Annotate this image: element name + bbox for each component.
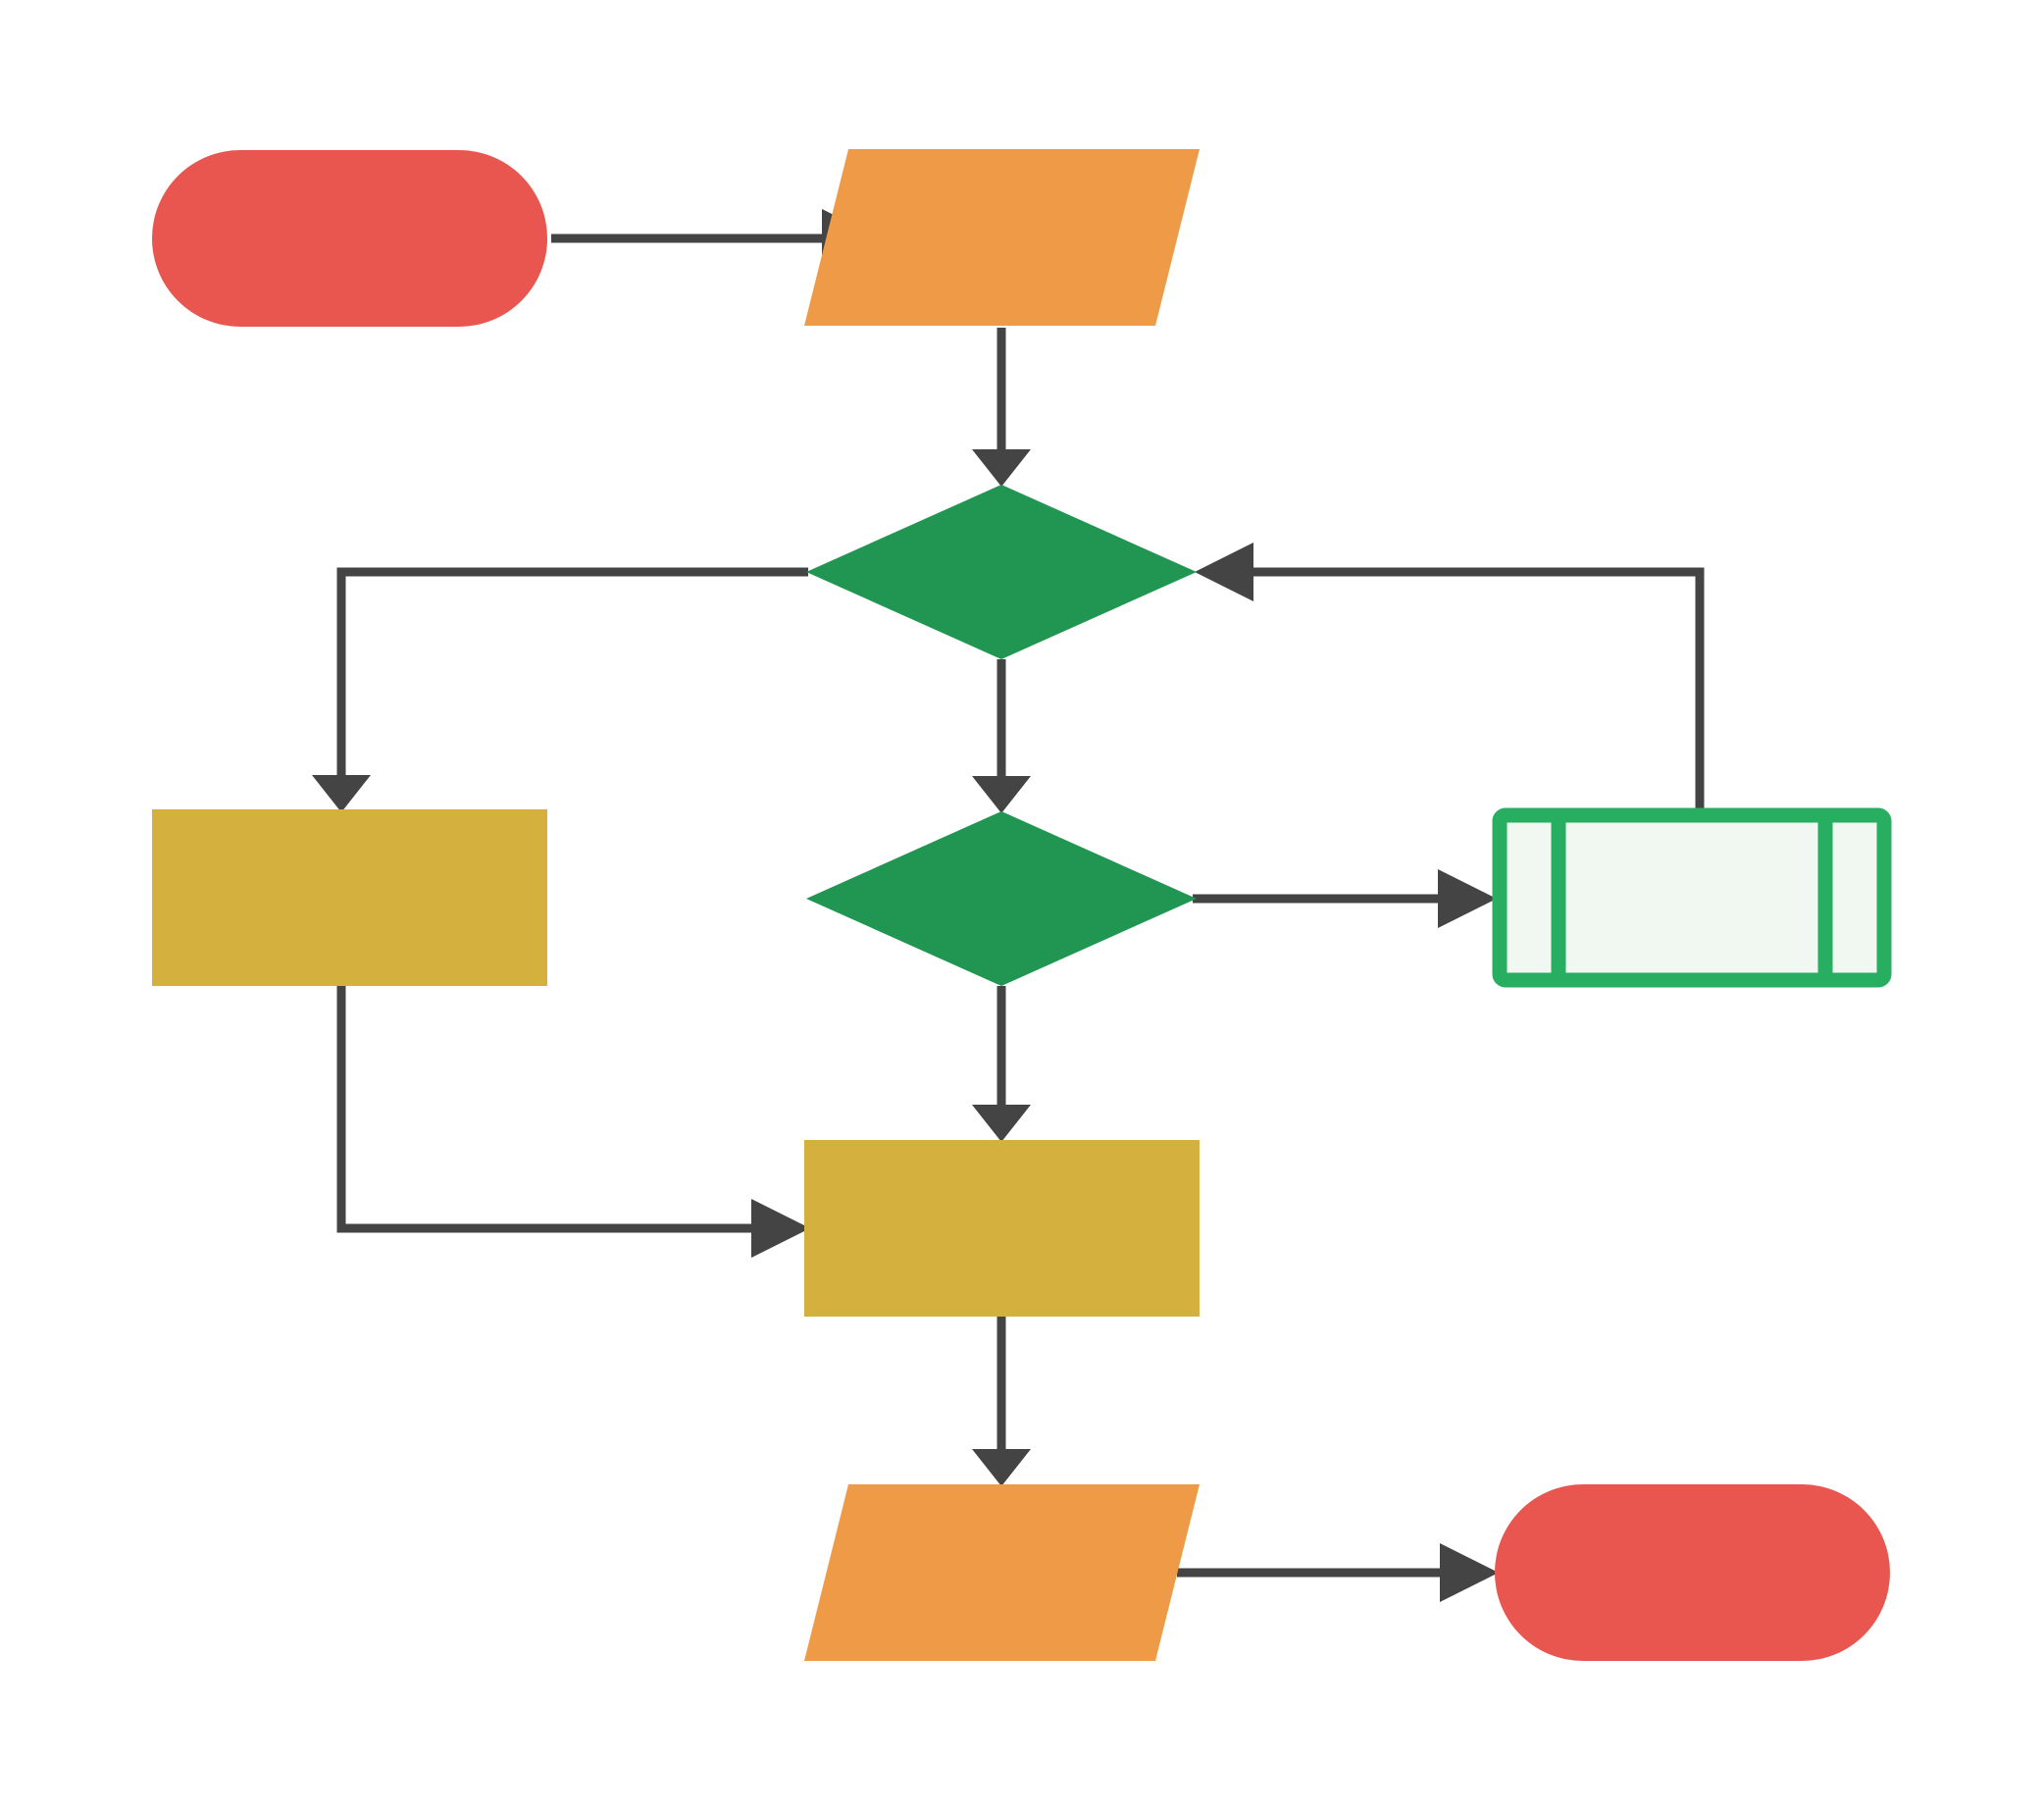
predefined-process-shape[interactable] (1492, 807, 1892, 988)
node-input-io[interactable] (804, 149, 1200, 326)
edge-merge-to-output[interactable] (972, 1315, 1031, 1486)
node-process-left[interactable] (152, 809, 547, 986)
edge-merge-to-output-arrowhead (972, 1449, 1031, 1486)
node-decision-secondary[interactable] (806, 811, 1197, 986)
process-merge-shape[interactable] (804, 1140, 1200, 1317)
edge-decision1-left-line (336, 567, 808, 775)
edge-decision1-left-to-process-left[interactable] (312, 567, 808, 812)
decision-primary-shape[interactable] (806, 485, 1197, 659)
node-end-terminator[interactable] (1495, 1484, 1890, 1661)
input-io-shape[interactable] (804, 149, 1200, 326)
edge-decision2-to-predefined-arrowhead (1438, 869, 1497, 928)
node-start-terminator[interactable] (152, 150, 547, 327)
node-process-merge[interactable] (804, 1140, 1200, 1317)
decision-secondary-shape[interactable] (806, 811, 1197, 986)
edge-output-to-end-arrowhead (1440, 1543, 1499, 1602)
edge-decision1-to-decision2-arrowhead (972, 776, 1031, 813)
edge-output-to-end[interactable] (1177, 1543, 1499, 1602)
end-terminator-shape[interactable] (1495, 1484, 1890, 1661)
edge-predefined-loopback-line (1253, 567, 1705, 810)
process-left-shape[interactable] (152, 809, 547, 986)
edge-process-left-to-merge-arrowhead (751, 1199, 810, 1258)
node-decision-primary[interactable] (806, 485, 1197, 659)
node-output-io[interactable] (804, 1484, 1200, 1661)
node-layer (152, 149, 1892, 1661)
edge-decision2-to-merge[interactable] (972, 986, 1031, 1142)
edge-decision2-to-predefined[interactable] (1193, 869, 1497, 928)
node-predefined-process[interactable] (1492, 807, 1892, 988)
edge-input-to-decision1-arrowhead (972, 449, 1031, 487)
edge-process-left-to-merge[interactable] (336, 984, 810, 1258)
output-io-shape[interactable] (804, 1484, 1200, 1661)
edge-predefined-loopback-arrowhead (1195, 543, 1253, 601)
edge-decision1-to-decision2[interactable] (972, 659, 1031, 813)
edge-input-to-decision1[interactable] (972, 328, 1031, 487)
edge-decision2-to-merge-arrowhead (972, 1105, 1031, 1142)
start-terminator-shape[interactable] (152, 150, 547, 327)
edge-decision1-left-arrowhead (312, 775, 371, 812)
edge-layer (312, 209, 1705, 1602)
edge-process-left-to-merge-line (336, 984, 751, 1233)
edge-predefined-loopback-to-decision1[interactable] (1195, 543, 1705, 810)
